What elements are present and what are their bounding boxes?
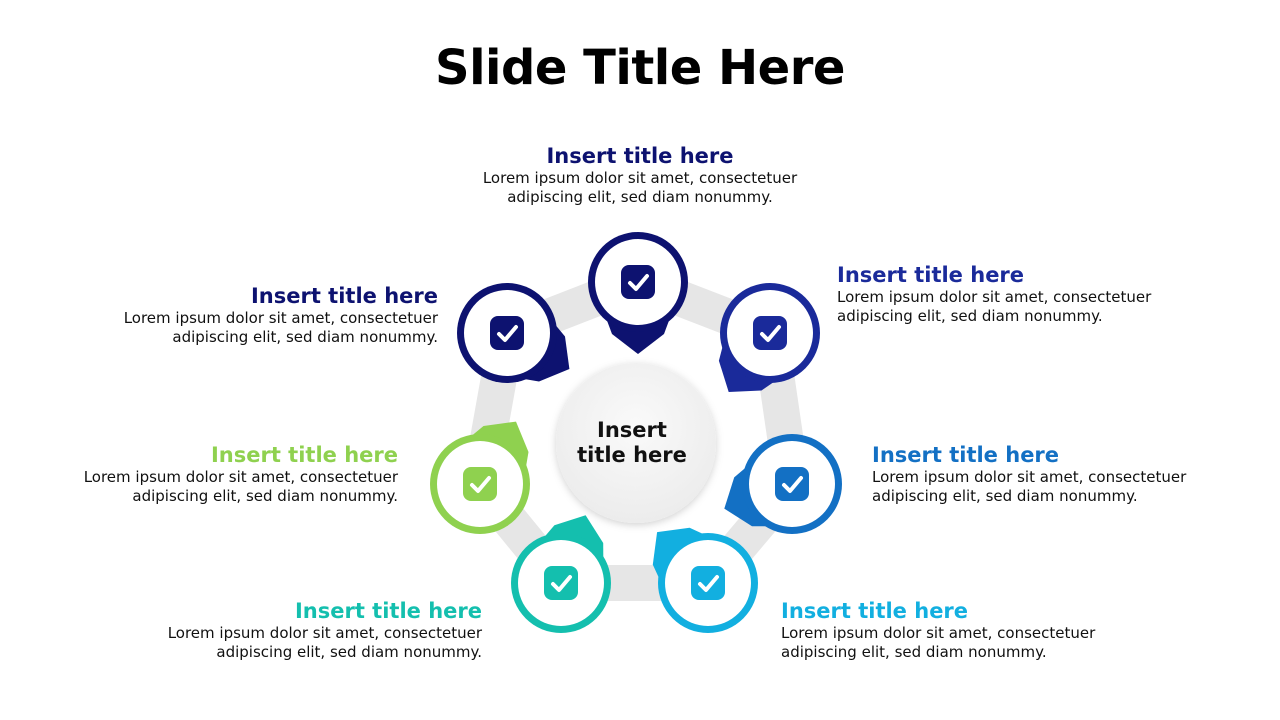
step-1-callout: Insert title here Lorem ipsum dolor sit … xyxy=(440,143,840,207)
step-6-body-line1: Lorem ipsum dolor sit amet, consectetuer xyxy=(83,468,398,486)
step-4-node xyxy=(652,527,758,633)
check-icon xyxy=(544,566,578,600)
step-5-body-line2: adipiscing elit, sed diam nonummy. xyxy=(216,643,482,661)
check-icon xyxy=(463,467,497,501)
step-2-callout: Insert title here Lorem ipsum dolor sit … xyxy=(837,262,1167,326)
step-3-body-line2: adipiscing elit, sed diam nonummy. xyxy=(872,487,1138,505)
step-2-body-line2: adipiscing elit, sed diam nonummy. xyxy=(837,307,1103,325)
step-2-body-line1: Lorem ipsum dolor sit amet, consectetuer xyxy=(837,288,1152,306)
step-7-callout: Insert title here Lorem ipsum dolor sit … xyxy=(108,283,438,347)
step-6-body-line2: adipiscing elit, sed diam nonummy. xyxy=(132,487,398,505)
center-label: Insert title here xyxy=(557,418,707,468)
step-5-callout: Insert title here Lorem ipsum dolor sit … xyxy=(152,598,482,662)
step-6-callout: Insert title here Lorem ipsum dolor sit … xyxy=(68,442,398,506)
check-icon xyxy=(490,316,524,350)
center-label-line2: title here xyxy=(577,443,687,467)
step-7-node xyxy=(457,283,570,383)
step-4-title: Insert title here xyxy=(781,599,969,623)
step-4-callout: Insert title here Lorem ipsum dolor sit … xyxy=(781,598,1111,662)
step-5-body-line1: Lorem ipsum dolor sit amet, consectetuer xyxy=(167,624,482,642)
check-icon xyxy=(753,316,787,350)
slide-title: Slide Title Here xyxy=(435,40,845,96)
step-2-title: Insert title here xyxy=(837,263,1025,287)
step-4-body-line2: adipiscing elit, sed diam nonummy. xyxy=(781,643,1047,661)
step-3-node xyxy=(724,434,842,534)
step-3-callout: Insert title here Lorem ipsum dolor sit … xyxy=(872,442,1202,506)
step-7-body-line1: Lorem ipsum dolor sit amet, consectetuer xyxy=(123,309,438,327)
step-7-title: Insert title here xyxy=(250,284,438,308)
check-icon xyxy=(691,566,725,600)
step-1-title: Insert title here xyxy=(546,144,734,168)
step-1-node xyxy=(588,232,688,354)
check-icon xyxy=(775,467,809,501)
step-6-title: Insert title here xyxy=(210,443,398,467)
step-7-body-line2: adipiscing elit, sed diam nonummy. xyxy=(172,328,438,346)
step-4-body-line1: Lorem ipsum dolor sit amet, consectetuer xyxy=(781,624,1096,642)
step-3-title: Insert title here xyxy=(872,443,1060,467)
check-icon xyxy=(621,265,655,299)
step-1-body-line1: Lorem ipsum dolor sit amet, consectetuer xyxy=(482,169,798,187)
step-3-body-line1: Lorem ipsum dolor sit amet, consectetuer xyxy=(872,468,1187,486)
step-1-body-line2: adipiscing elit, sed diam nonummy. xyxy=(507,188,773,206)
step-2-node xyxy=(718,283,820,392)
step-6-node xyxy=(430,421,530,534)
center-circle xyxy=(556,363,716,523)
center-label-line1: Insert xyxy=(597,418,667,442)
step-5-title: Insert title here xyxy=(294,599,482,623)
step-5-node xyxy=(511,515,611,633)
